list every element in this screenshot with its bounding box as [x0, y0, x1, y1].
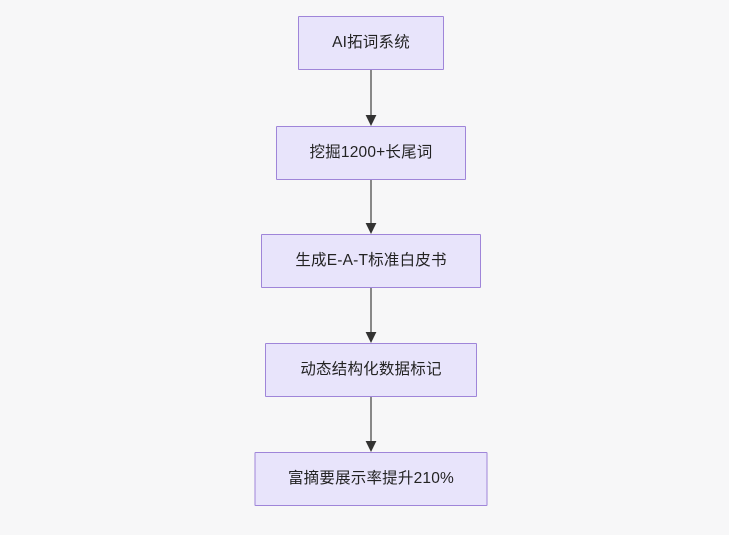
flow-node-ai-keyword-system[interactable]: AI拓词系统: [298, 16, 444, 70]
flow-node-dynamic-structured-data-markup[interactable]: 动态结构化数据标记: [265, 343, 477, 397]
flow-node-label: AI拓词系统: [332, 34, 410, 52]
flow-node-label: 富摘要展示率提升210%: [287, 470, 455, 488]
flow-node-mine-longtail-keywords[interactable]: 挖掘1200+长尾词: [276, 126, 466, 180]
flow-node-label: 生成E-A-T标准白皮书: [295, 252, 447, 270]
flow-edge-n1-n2: [362, 70, 380, 126]
flow-node-label: 挖掘1200+长尾词: [309, 144, 433, 162]
flow-edge-n3-n4: [362, 288, 380, 343]
flow-edge-n4-n5: [362, 397, 380, 452]
flow-edge-n2-n3: [362, 180, 380, 234]
flow-node-label: 动态结构化数据标记: [300, 361, 442, 379]
flow-node-generate-eat-whitepaper[interactable]: 生成E-A-T标准白皮书: [261, 234, 481, 288]
flow-node-rich-snippet-impression-lift[interactable]: 富摘要展示率提升210%: [254, 452, 488, 506]
